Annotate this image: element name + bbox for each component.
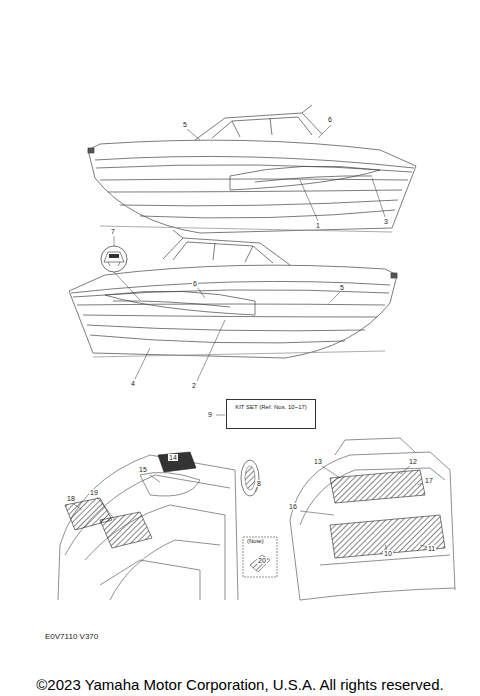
decal xyxy=(330,470,425,503)
note-text: (Note) xyxy=(246,538,265,544)
decal xyxy=(330,515,445,558)
callout-number: 17 xyxy=(424,477,434,484)
decal xyxy=(100,512,152,548)
callout-number: 1 xyxy=(315,222,321,229)
drawing-code: E0V7110 V370 xyxy=(44,633,99,641)
callout-number: 20 xyxy=(257,557,267,564)
callout-number: 19 xyxy=(89,489,99,496)
part-8 xyxy=(241,460,259,496)
callout-number: 2 xyxy=(191,382,197,389)
copyright: ©2023 Yamaha Motor Corporation, U.S.A. A… xyxy=(35,677,444,692)
callout-number: 14 xyxy=(168,454,178,461)
callout-number: 3 xyxy=(383,218,389,225)
decal xyxy=(158,452,196,472)
callout-number: 8 xyxy=(256,480,262,487)
callout-number: 12 xyxy=(408,458,418,465)
callout-number: 11 xyxy=(427,545,436,552)
callout-number: 16 xyxy=(288,503,298,510)
callout-number: 5 xyxy=(339,284,345,291)
note-box xyxy=(243,537,277,577)
boat-view xyxy=(69,230,397,358)
callout-number: 10 xyxy=(383,550,393,557)
callout-number: 18 xyxy=(66,495,76,502)
boat-view xyxy=(88,105,416,233)
callout-number: 9 xyxy=(207,411,213,418)
callout-number: 15 xyxy=(138,466,148,473)
deck-detail xyxy=(58,455,238,600)
callout-number: 4 xyxy=(130,380,136,387)
box-text: KIT SET (Ref. Nos. 10~17) xyxy=(233,404,309,412)
kit-set-box: KIT SET (Ref. Nos. 10~17) xyxy=(226,399,316,429)
callout-number: 5 xyxy=(182,121,188,128)
callout-number: 6 xyxy=(327,116,333,123)
callout-number: 7 xyxy=(110,228,116,235)
leader-lines xyxy=(114,125,385,415)
detail-circle xyxy=(101,246,127,272)
callout-number: 13 xyxy=(313,458,323,465)
stern-detail xyxy=(290,438,455,600)
callout-number: 6 xyxy=(192,280,198,287)
